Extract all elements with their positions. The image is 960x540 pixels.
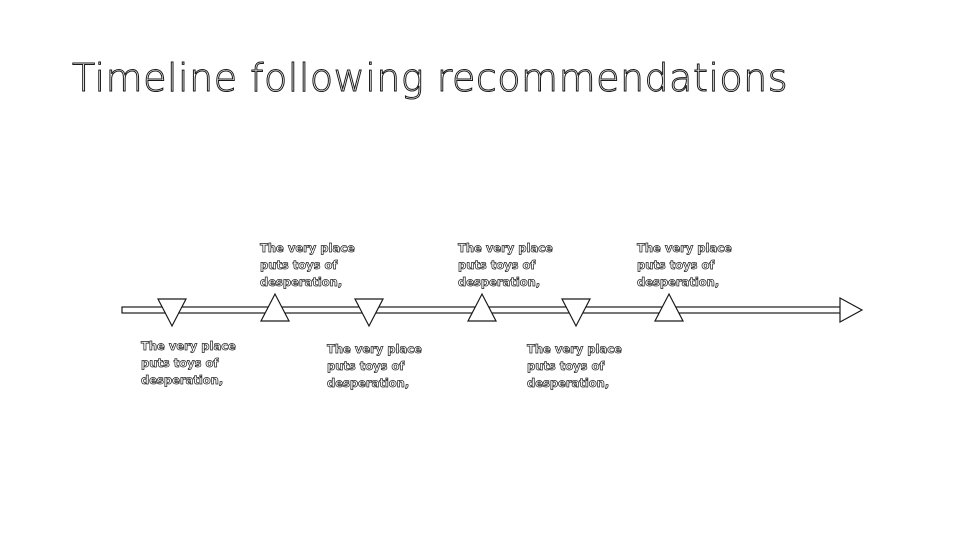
timeline-event-4-line-3: desperation, bbox=[458, 275, 541, 290]
timeline-event-5-line-1: The very place bbox=[527, 342, 623, 357]
timeline-event-3-line-2: puts toys of bbox=[327, 359, 405, 374]
timeline-event-6-note: The very place puts toys of desperation, bbox=[637, 240, 737, 291]
timeline-event-3-line-3: desperation, bbox=[327, 376, 410, 391]
timeline-event-4-line-2: puts toys of bbox=[458, 258, 536, 273]
timeline-event-2-note: The very place puts toys of desperation, bbox=[260, 240, 360, 291]
timeline-event-1-line-3: desperation, bbox=[141, 373, 224, 388]
timeline-event-6-line-3: desperation, bbox=[637, 275, 720, 290]
timeline-marker-6-triangle-up-icon bbox=[654, 292, 684, 322]
timeline-event-2-line-3: desperation, bbox=[260, 275, 343, 290]
slide-title: Timeline following recommendations bbox=[71, 56, 789, 101]
timeline-event-3-line-1: The very place bbox=[327, 342, 423, 357]
timeline-event-2-line-1: The very place bbox=[260, 241, 356, 256]
timeline-event-5-line-3: desperation, bbox=[527, 376, 610, 391]
timeline-event-5-line-2: puts toys of bbox=[527, 359, 605, 374]
timeline-event-2-line-2: puts toys of bbox=[260, 258, 338, 273]
timeline-marker-3-triangle-down-icon bbox=[354, 298, 384, 328]
timeline-event-3-note: The very place puts toys of desperation, bbox=[327, 341, 427, 392]
timeline-marker-4-triangle-up-icon bbox=[467, 292, 497, 322]
timeline-event-4-note: The very place puts toys of desperation, bbox=[458, 240, 558, 291]
timeline-event-4-line-1: The very place bbox=[458, 241, 554, 256]
timeline-event-6-line-1: The very place bbox=[637, 241, 733, 256]
timeline-marker-2-triangle-up-icon bbox=[260, 292, 290, 322]
timeline-event-5-note: The very place puts toys of desperation, bbox=[527, 341, 627, 392]
timeline-event-1-note: The very place puts toys of desperation, bbox=[141, 338, 241, 389]
timeline-marker-1-triangle-down-icon bbox=[157, 298, 187, 328]
timeline-event-1-line-2: puts toys of bbox=[141, 356, 219, 371]
timeline-event-6-line-2: puts toys of bbox=[637, 258, 715, 273]
timeline-marker-5-triangle-down-icon bbox=[561, 298, 591, 328]
timeline-event-1-line-1: The very place bbox=[141, 339, 237, 354]
timeline-arrowhead-icon bbox=[839, 296, 864, 324]
